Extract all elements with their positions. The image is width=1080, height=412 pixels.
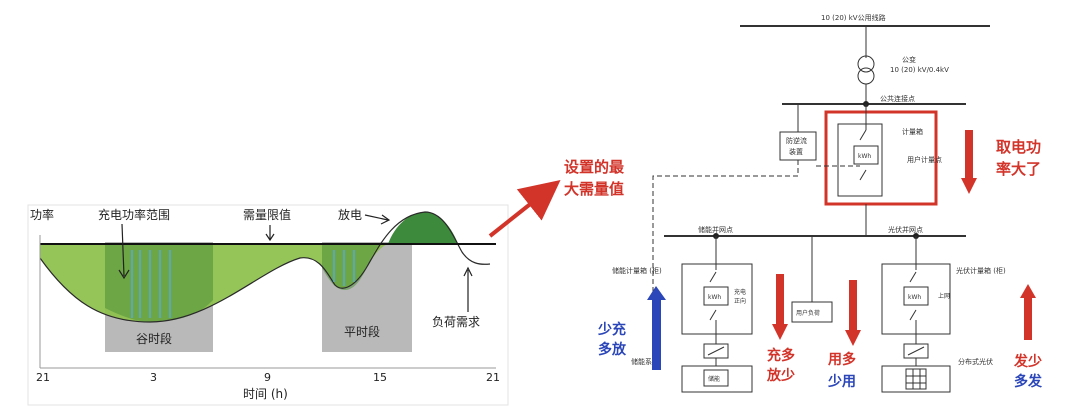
user-meter-point-label: 用户计量点 <box>907 155 942 164</box>
storage-label: 储能 <box>708 375 720 383</box>
charge-direction-label: 充电 <box>734 288 746 296</box>
demand-chart: 功率 充电功率范围 需量限值 放电 负荷需求 谷时段 平时段 21 3 9 15… <box>27 204 509 406</box>
kwh-label: kWh <box>708 294 721 301</box>
pv-callout-red: 发少 <box>1013 353 1042 370</box>
pv-meter-box-label: 光伏计量箱 (柜) <box>956 266 1006 275</box>
discharge-label: 放电 <box>338 207 362 222</box>
storage-meter-box-label: 储能计量箱 (柜) <box>612 266 662 275</box>
pv-system-box <box>881 365 951 393</box>
storage-kwh-meter <box>703 286 729 306</box>
kwh-label: kWh <box>908 294 921 301</box>
charge-range-label: 充电功率范围 <box>98 207 170 222</box>
valley-label: 谷时段 <box>136 331 172 346</box>
red-down-arrow <box>776 274 784 326</box>
transformer-coil <box>857 55 875 73</box>
storage-system-box <box>681 365 753 393</box>
charge-more-callout: 充多放少 <box>766 347 795 384</box>
power-too-high-callout: 取电功率大了 <box>996 138 1041 178</box>
storage-battery <box>703 369 729 387</box>
pv-kwh-meter <box>903 286 929 306</box>
pcc-label: 公共连接点 <box>880 94 915 103</box>
storage-meter-box <box>681 263 753 335</box>
x-tick: 21 <box>486 371 500 384</box>
connector-arrow <box>488 180 561 238</box>
flat-charge-shade <box>322 244 380 290</box>
transformer-coil <box>857 67 875 85</box>
transformer-label: 公变 <box>902 55 916 64</box>
wiring-schematic: 10 (20) kV公用线路 公变 10 (20) kV/0.4kV 公共连接点… <box>612 13 1006 393</box>
storage-callout: 少充多放 <box>597 321 627 358</box>
charge-range-pointer <box>121 223 125 277</box>
use-less-callout: 少用 <box>827 373 856 390</box>
pv-upnet-label: 上网 <box>938 292 950 300</box>
use-more-callout: 用多 <box>828 351 856 368</box>
distributed-pv-label: 分布式光伏 <box>958 357 993 366</box>
red-down-arrow <box>965 130 973 180</box>
y-axis-label: 功率 <box>30 207 54 222</box>
kwh-label: kWh <box>858 153 871 160</box>
valley-charge-shade <box>105 244 213 322</box>
charge-arrows <box>131 250 355 318</box>
kwh-meter <box>853 145 879 165</box>
user-load-box <box>791 301 833 323</box>
load-curve <box>39 211 491 323</box>
storage-grid-point-label: 储能并网点 <box>698 225 733 234</box>
x-tick: 3 <box>150 371 157 384</box>
red-down-arrow <box>849 280 857 332</box>
pv-grid-point-label: 光伏并网点 <box>888 225 923 234</box>
x-tick: 9 <box>264 371 271 384</box>
anti-backflow-label: 防逆流 <box>786 136 807 145</box>
meter-box <box>837 123 883 197</box>
charge-direction-label: 正向 <box>734 297 746 305</box>
max-demand-callout: 设置的最大需量值 <box>564 158 625 198</box>
discharge-pointer <box>364 214 389 221</box>
red-up-arrow <box>1024 296 1032 340</box>
meter-box-label: 计量箱 <box>902 127 923 136</box>
discharge-area <box>388 212 458 244</box>
anti-backflow-label: 装置 <box>789 147 803 156</box>
hv-line-label: 10 (20) kV公用线路 <box>821 13 886 22</box>
meter-box-highlight <box>824 110 938 206</box>
x-tick: 21 <box>36 371 50 384</box>
load-demand-label: 负荷需求 <box>432 315 480 329</box>
pv-callout-blue: 多发 <box>1014 373 1043 390</box>
demand-limit-label: 需量限值 <box>243 207 291 222</box>
flat-label: 平时段 <box>344 324 380 339</box>
blue-up-arrow <box>652 298 661 370</box>
indicator-arrows <box>647 130 1036 370</box>
x-tick: 15 <box>373 371 387 384</box>
control-line <box>652 160 799 340</box>
user-load-label: 用户负荷 <box>796 309 820 317</box>
pv-panel-icon <box>905 368 927 390</box>
x-axis-label: 时间 (h) <box>243 387 288 401</box>
storage-system-label: 储能系统 <box>631 357 659 366</box>
transformer-rating: 10 (20) kV/0.4kV <box>890 66 949 74</box>
